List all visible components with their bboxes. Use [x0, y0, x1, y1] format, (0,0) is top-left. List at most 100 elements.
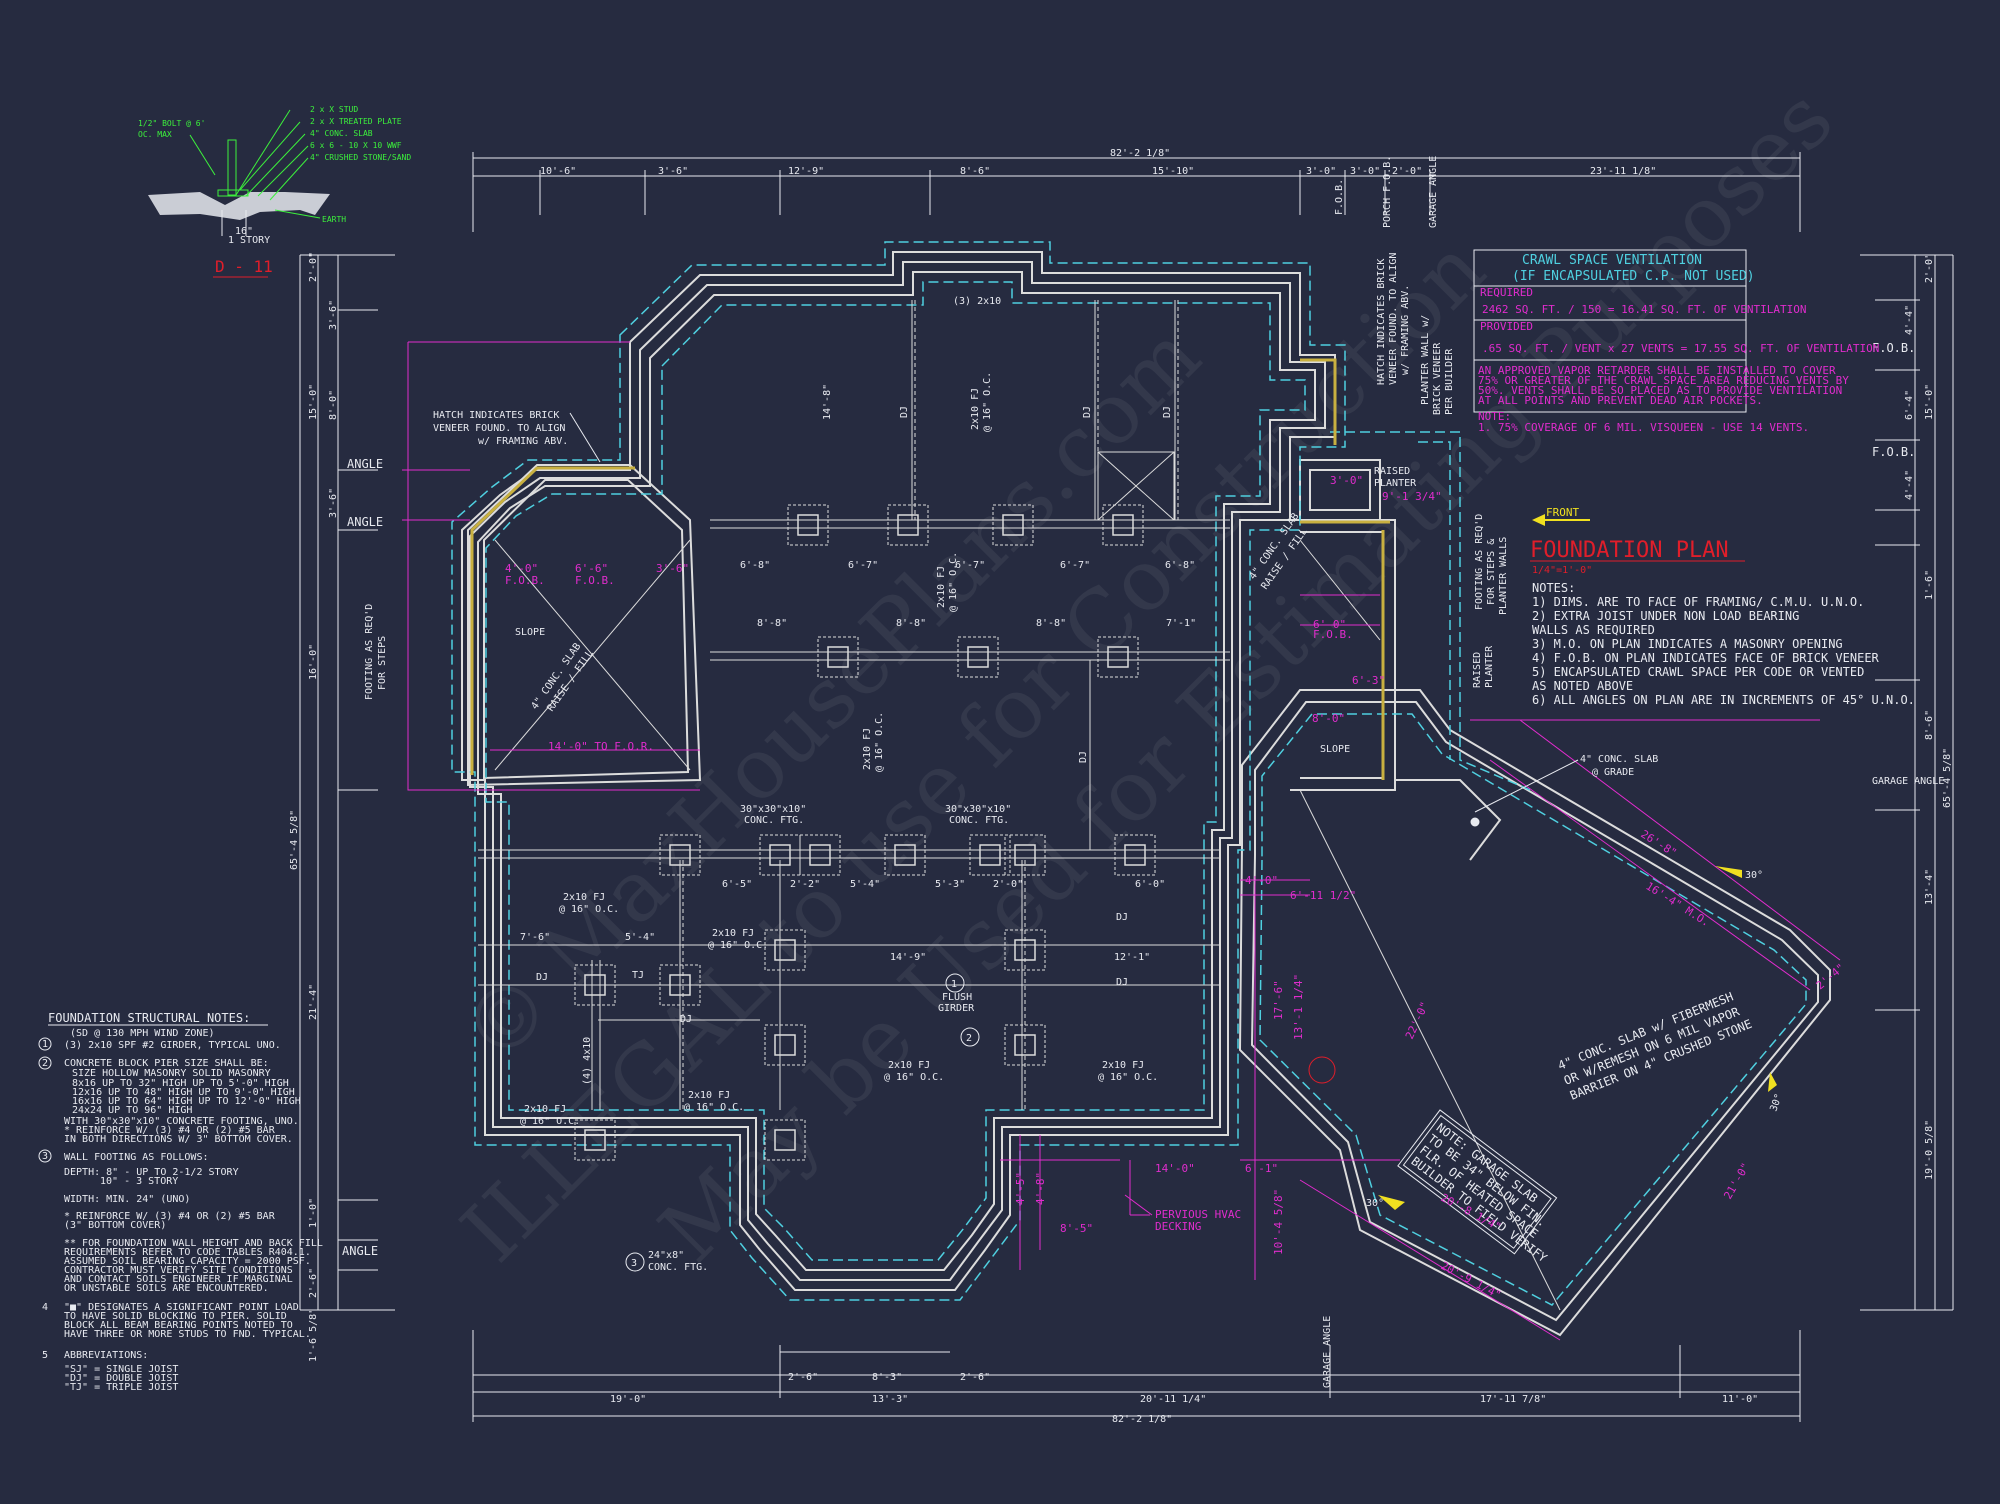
- label-fj-6: 2x10 FJ: [688, 1090, 730, 1101]
- vent-provided-row: .65 SQ. FT. / VENT x 27 VENTS = 17.55 SQ…: [1482, 342, 1879, 355]
- top-dim-5: 15'-10": [1152, 166, 1194, 177]
- bottom-vlabel-garage: GARAGE ANGLE: [1322, 1316, 1333, 1388]
- struct-n4c: HAVE THREE OR MORE STUDS TO FND. TYPICAL…: [64, 1329, 311, 1340]
- struct-title: FOUNDATION STRUCTURAL NOTES:: [48, 1011, 250, 1025]
- vent-title-1: CRAWL SPACE VENTILATION: [1522, 253, 1702, 268]
- struct-n5b: "DJ" = DOUBLE JOIST: [64, 1373, 178, 1384]
- plan-scale: 1/4"=1'-0": [1532, 565, 1592, 576]
- struct-num-2: 2: [42, 1058, 48, 1069]
- struct-n3b: 10" - 3 STORY: [100, 1176, 178, 1187]
- bottom-dim-2: 13'-3": [872, 1394, 908, 1405]
- dim-12: 2'-2": [790, 879, 820, 890]
- struct-n4b: BLOCK ALL BEAM BEARING POINTS NOTED TO: [64, 1320, 293, 1331]
- vent-note-label: NOTE:: [1478, 410, 1511, 423]
- vent-title-2: (IF ENCAPSULATED C.P. NOT USED): [1512, 269, 1755, 284]
- top-dim-4: 8'-6": [960, 166, 990, 177]
- left-dim-4: 15'-0": [308, 384, 319, 420]
- label-span: (4) 4x10: [582, 1037, 593, 1085]
- vent-note-5: 1. 75% COVERAGE OF 6 MIL. VISQUEEN - USE…: [1478, 421, 1809, 434]
- label-raised-planter-2: PLANTER: [1374, 478, 1417, 489]
- dim-43: 17'-6": [1272, 980, 1285, 1020]
- section-markers: [625, 817, 1480, 1272]
- plan-dimension-lines: [402, 341, 1841, 1341]
- right-label-fob-1: F.O.B.: [1872, 341, 1915, 355]
- dim-33: 8'-5": [1060, 1222, 1093, 1235]
- label-hatch-left-2: VENEER FOUND. TO ALIGN: [433, 423, 565, 434]
- label-fj-5: 2x10 FJ: [524, 1104, 566, 1115]
- dim-44: 13'-1 1/4": [1292, 974, 1305, 1040]
- dim-22: 6'-6": [575, 562, 608, 575]
- right-dim-5: 4'-4": [1904, 470, 1915, 500]
- dim-26: 3'-0": [1330, 474, 1363, 487]
- label-footing-planter-3: PLANTER WALLS: [1498, 537, 1509, 615]
- struct-n3f: ** FOR FOUNDATION WALL HEIGHT AND BACK F…: [64, 1238, 323, 1249]
- detail-earth: EARTH: [322, 215, 346, 224]
- label-ftg-1a: 30"x30"x10": [740, 804, 806, 815]
- vent-note-4: AT ALL POINTS AND PREVENT DEAD AIR POCKE…: [1478, 394, 1763, 407]
- bottom-dim-5: 11'-0": [1722, 1394, 1758, 1405]
- label-planter-wall-3: PER BUILDER: [1444, 348, 1455, 415]
- detail-callout-5: 4" CRUSHED STONE/SAND: [310, 153, 411, 162]
- dim-9: 8'-8": [1036, 618, 1066, 629]
- dim-23: 3'-6": [656, 562, 689, 575]
- dim-13: 5'-4": [850, 879, 880, 890]
- girders: [478, 300, 1230, 1110]
- label-girder-top: (3) 2x10: [953, 296, 1001, 307]
- label-planter-wall-2: BRICK VENEER: [1432, 342, 1443, 415]
- vent-required-label: REQUIRED: [1480, 286, 1533, 299]
- right-total-dim: 65'-4 5/8": [1942, 748, 1953, 808]
- top-dim-1: 10'-6": [540, 166, 576, 177]
- marker-1: 1: [951, 979, 957, 990]
- label-dj-7: DJ: [1116, 912, 1128, 923]
- label-hatch-left-1: HATCH INDICATES BRICK: [433, 410, 559, 421]
- label-oc-8: @ 16" O.C.: [948, 552, 959, 612]
- front-label: FRONT: [1546, 506, 1579, 519]
- dim-35: 4'-8": [1034, 1172, 1047, 1205]
- dim-34: 4'-5": [1014, 1172, 1027, 1205]
- struct-n2c: * REINFORCE W/ (3) #4 OR (2) #5 BAR: [64, 1125, 276, 1136]
- label-angle-30-3: 30°: [1366, 1198, 1384, 1209]
- dim-21: 4'-0": [505, 562, 538, 575]
- struct-num-4: 4: [42, 1302, 48, 1313]
- note-1: 1) DIMS. ARE TO FACE OF FRAMING/ C.M.U. …: [1532, 595, 1864, 609]
- label-tj: TJ: [632, 970, 644, 981]
- wall-section-detail: 2 x X STUD 2 x X TREATED PLATE 4" CONC. …: [138, 105, 411, 278]
- label-dj-8: DJ: [1116, 977, 1128, 988]
- struct-num-1: 1: [42, 1039, 48, 1050]
- label-oc-2: @ 16" O.C.: [708, 940, 768, 951]
- dim-24: 6'-0": [1313, 618, 1346, 631]
- label-slab-grade-1: 4" CONC. SLAB: [1580, 754, 1658, 765]
- struct-n1: (3) 2x10 SPF #2 GIRDER, TYPICAL UNO.: [64, 1040, 281, 1051]
- struct-n3c: WIDTH: MIN. 24" (UNO): [64, 1194, 190, 1205]
- label-flush-1: FLUSH: [942, 992, 972, 1003]
- struct-n3d: * REINFORCE W/ (3) #4 OR (2) #5 BAR: [64, 1211, 276, 1222]
- top-vlabel-garage: GARAGE ANGLE: [1428, 156, 1439, 228]
- struct-n5c: "TJ" = TRIPLE JOIST: [64, 1382, 178, 1393]
- label-pervious-1: PERVIOUS HVAC: [1155, 1208, 1241, 1221]
- piers: [574, 504, 1156, 1161]
- bottom-inner-dim-2: 8'-3": [872, 1372, 902, 1383]
- right-label-fob-2: F.O.B.: [1872, 445, 1915, 459]
- dim-42: 10'-4 5/8": [1272, 1189, 1285, 1255]
- right-dimensions: [1860, 254, 1954, 1311]
- dim-20: 12'-1": [1114, 952, 1150, 963]
- right-dim-4: 15'-0": [1924, 384, 1935, 420]
- label-fj-2: 2x10 FJ: [712, 928, 754, 939]
- dim-15: 2'-0": [993, 879, 1023, 890]
- struct-n2d: IN BOTH DIRECTIONS W/ 3" BOTTOM COVER.: [64, 1134, 293, 1145]
- label-ftg-2b: CONC. FTG.: [949, 815, 1009, 826]
- top-dim-9: 23'-11 1/8": [1590, 166, 1656, 177]
- struct-n5: ABBREVIATIONS:: [64, 1350, 148, 1361]
- detail-bolt: 1/2" BOLT @ 6': [138, 119, 205, 128]
- label-slab-grade-2: @ GRADE: [1592, 767, 1634, 778]
- dim-7: 8'-8": [757, 618, 787, 629]
- detail-callout-3: 4" CONC. SLAB: [310, 129, 373, 138]
- left-dim-5: 3'-6": [328, 488, 339, 518]
- left-dim-10: 1'-6 5/8": [308, 1308, 319, 1362]
- struct-n3g: REQUIREMENTS REFER TO CODE TABLES R404.1…: [64, 1247, 311, 1258]
- bottom-dim-1: 19'-0": [610, 1394, 646, 1405]
- struct-subtitle: (SD @ 130 MPH WIND ZONE): [70, 1028, 215, 1039]
- label-hatch-right-1: HATCH INDICATES BRICK: [1376, 259, 1387, 385]
- left-total-dim: 65'-4 5/8": [289, 810, 300, 870]
- label-tof: 14'-0" TO F.O.R.: [548, 740, 654, 753]
